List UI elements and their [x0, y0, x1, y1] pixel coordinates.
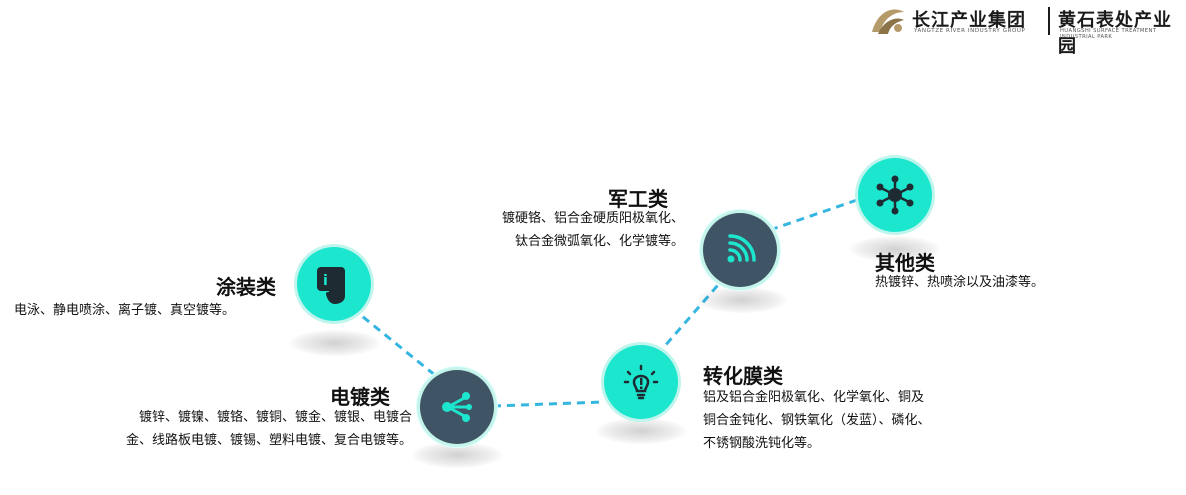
title-conversion: 转化膜类 — [703, 364, 783, 388]
desc-line: 热镀锌、热喷涂以及油漆等。 — [875, 275, 1045, 290]
brand-name-en: YANGTZE RIVER INDUSTRY GROUP — [914, 28, 1026, 34]
park-name: 黄石表处产业园 — [1058, 10, 1172, 57]
connector-plating-conversion — [492, 400, 604, 408]
node-military — [703, 213, 777, 287]
desc-military: 镀硬铬、铝合金硬质阳极氧化、 钛合金微弧氧化、化学镀等。 — [440, 207, 684, 253]
park-name-en: HUANGSHI SURFACE TREATMENT INDUSTRIAL PA… — [1060, 28, 1157, 40]
connector-coating-plating — [351, 306, 437, 378]
node-coating: i — [297, 247, 371, 321]
desc-line: 不锈钢酸洗钝化等。 — [703, 436, 821, 451]
logo-divider — [1048, 7, 1050, 35]
node-shadow — [412, 442, 502, 468]
title-coating: 涂装类 — [216, 275, 276, 299]
node-shadow — [697, 287, 787, 313]
title-plating: 电镀类 — [330, 385, 390, 409]
desc-line: 金、线路板电镀、镀锡、塑料电镀、复合电镀等。 — [125, 433, 412, 448]
node-conversion — [604, 345, 678, 419]
node-other — [858, 158, 932, 232]
company-logo-icon — [872, 9, 904, 34]
title-other: 其他类 — [875, 251, 935, 275]
brand-name: 长江产业集团 — [912, 10, 1026, 31]
node-shadow — [290, 330, 380, 356]
node-plating — [420, 370, 494, 444]
desc-other: 热镀锌、热喷涂以及油漆等。 — [875, 271, 1044, 294]
header-logo: 长江产业集团 YANGTZE RIVER INDUSTRY GROUP 黄石表处… — [868, 4, 1186, 57]
desc-line: 铝及铝合金阳极氧化、化学氧化、铜及 — [703, 390, 925, 405]
desc-line: 铜合金钝化、钢铁氧化（发蓝）、磷化、 — [703, 413, 931, 428]
lightbulb-icon — [623, 364, 659, 400]
desc-coating: 电泳、静电喷涂、离子镀、真空镀等。 — [14, 299, 235, 322]
connector-military-other — [769, 198, 858, 232]
hand-touch-icon: i — [317, 267, 345, 304]
desc-line: 电泳、静电喷涂、离子镀、真空镀等。 — [14, 303, 236, 318]
wifi-signal-icon — [727, 234, 756, 263]
title-military: 军工类 — [608, 187, 668, 211]
desc-conversion: 铝及铝合金阳极氧化、化学氧化、铜及 铜合金钝化、钢铁氧化（发蓝）、磷化、 不锈钢… — [703, 386, 931, 455]
desc-line: 钛合金微弧氧化、化学镀等。 — [514, 234, 684, 249]
node-shadow — [850, 236, 940, 262]
node-shadow — [596, 418, 686, 444]
desc-line: 镀硬铬、铝合金硬质阳极氧化、 — [501, 211, 684, 226]
share-icon — [442, 392, 472, 422]
svg-text:i: i — [323, 273, 328, 289]
connector-conversion-military — [655, 284, 720, 356]
desc-plating: 镀锌、镀镍、镀铬、镀铜、镀金、镀银、电镀合 金、线路板电镀、镀锡、塑料电镀、复合… — [44, 406, 412, 452]
desc-line: 镀锌、镀镍、镀铬、镀铜、镀金、镀银、电镀合 — [138, 410, 412, 425]
network-hub-icon — [876, 175, 914, 215]
